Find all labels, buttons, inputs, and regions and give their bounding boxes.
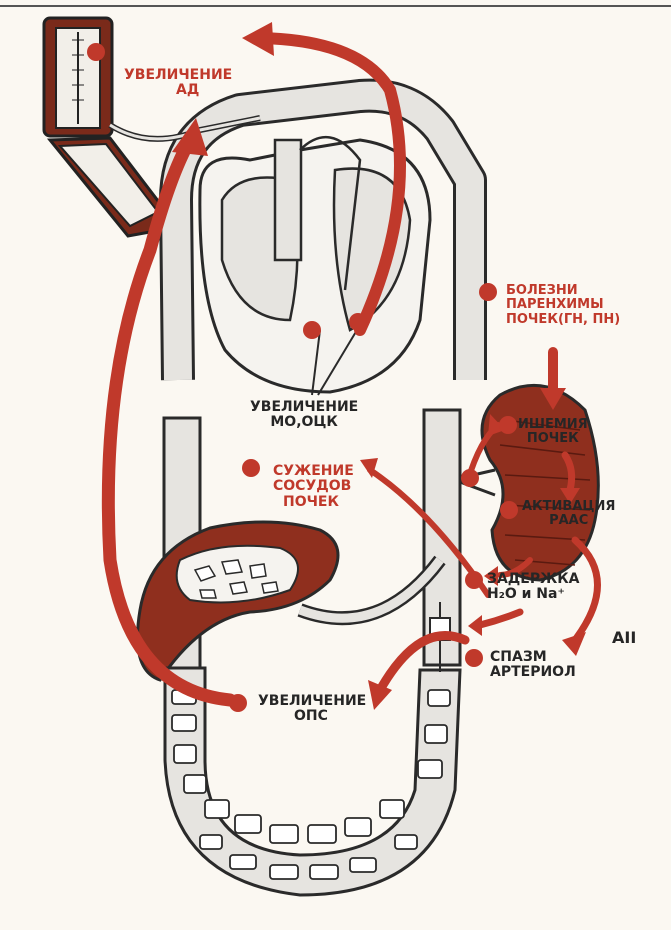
label-raas-activation: АКТИВАЦИЯ РААС xyxy=(522,500,615,529)
label-increase-pvr: УВЕЛИЧЕНИЕ ОПС xyxy=(258,694,366,725)
label-renal-disease: БОЛЕЗНИ ПАРЕНХИМЫ ПОЧЕК(ГН, ПН) xyxy=(506,284,620,327)
label-angiotensin: АII xyxy=(612,628,636,647)
arrow-spasm-left xyxy=(480,612,520,625)
kidney-illustration xyxy=(460,385,598,580)
label-retention: ЗАДЕРЖКА H₂O и Na⁺ xyxy=(487,572,580,603)
label-kidney-ischemia: ИШЕМИЯ ПОЧЕК xyxy=(518,418,588,447)
sphygmomanometer-icon xyxy=(44,18,168,236)
label-increase-bp: УВЕЛИЧЕНИЕ АД xyxy=(124,68,232,99)
label-renal-vasoconstriction: СУЖЕНИЕ СОСУДОВ ПОЧЕК xyxy=(273,464,354,510)
label-arteriole-spasm: СПАЗМ АРТЕРИОЛ xyxy=(490,650,576,681)
label-increase-co: УВЕЛИЧЕНИЕ МО,ОЦК xyxy=(250,400,358,431)
